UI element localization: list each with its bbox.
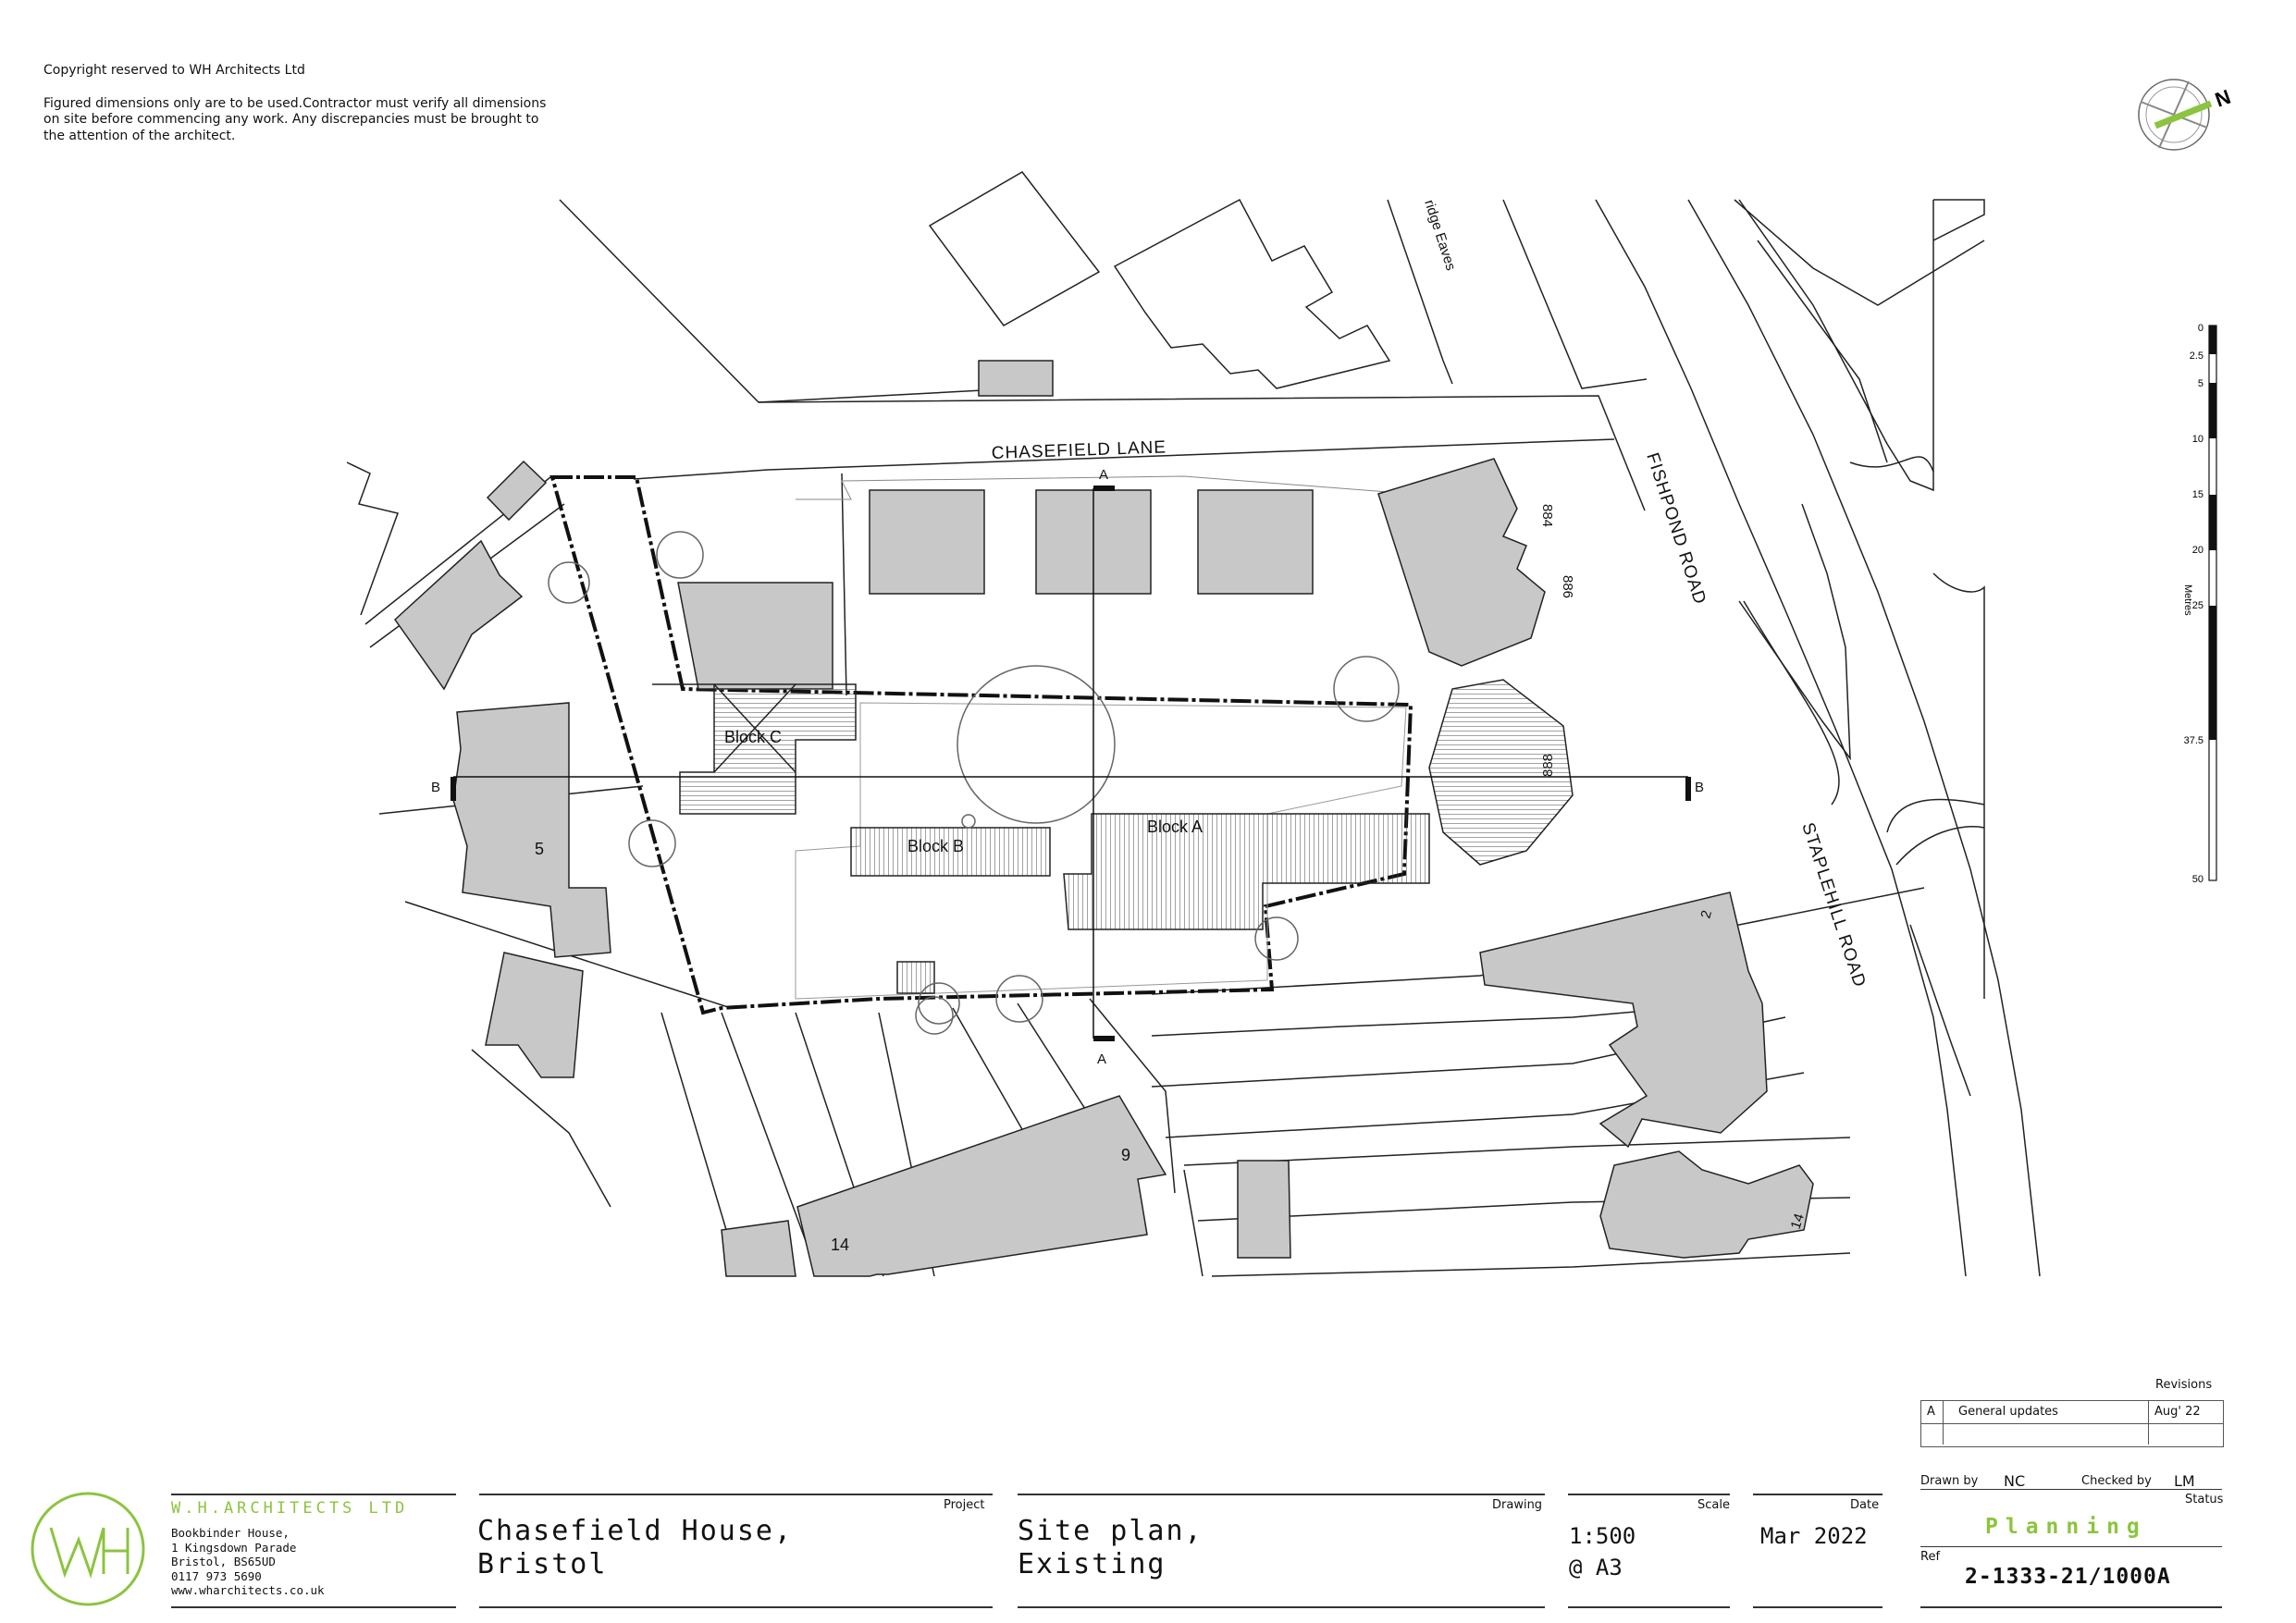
firm-address-line: Bookbinder House,: [171, 1526, 290, 1540]
north-arrow-icon: N: [2138, 79, 2234, 151]
scale-tick-0: 0: [2198, 323, 2203, 334]
drawing-bottom-rule: [1018, 1606, 1545, 1608]
label-staplehill-road: STAPLEHILL ROAD: [1797, 820, 1869, 990]
status-rule: [1920, 1546, 2222, 1547]
section-marker-a-top: A: [1099, 467, 1108, 483]
checked-by-label: Checked by: [2081, 1474, 2152, 1488]
proposed-roofs: [652, 679, 1574, 994]
drawn-by-rule: [1920, 1489, 2222, 1490]
scale-bar: 0 2.5 5 10 15 20 25 37.5 50 Metres: [2182, 323, 2217, 885]
date-top-rule: [1753, 1494, 1882, 1495]
scale-tick-10: 10: [2192, 434, 2203, 445]
project-line-1: Chasefield House,: [477, 1515, 794, 1547]
label-block-b: Block B: [907, 837, 964, 855]
checked-by-value: LM: [2174, 1472, 2195, 1490]
revision-row-empty: [1921, 1424, 2223, 1447]
firm-address-line: 1 Kingsdown Parade: [171, 1540, 297, 1555]
project-line-2: Bristol: [477, 1548, 608, 1580]
revisions-heading: Revisions: [2155, 1378, 2213, 1392]
status-value: Planning: [1985, 1515, 2147, 1539]
project-label: Project: [944, 1498, 985, 1512]
drawing-top-rule: [1018, 1494, 1545, 1495]
notes-block: Copyright reserved to WH Architects Ltd …: [43, 63, 562, 161]
house-number-5: 5: [535, 840, 544, 858]
revision-description: General updates: [1958, 1405, 2058, 1419]
scale-tick-37-5: 37.5: [2184, 735, 2203, 746]
ref-value: 2-1333-21/1000A: [1965, 1565, 2171, 1589]
drawing-title: Site plan,Existing: [1018, 1515, 1204, 1581]
house-number-9: 9: [1121, 1146, 1130, 1164]
label-block-a: Block A: [1147, 818, 1203, 836]
firm-phone: 0117 973 5690: [171, 1568, 262, 1583]
scale-tick-2-5: 2.5: [2190, 350, 2203, 362]
copyright-note: Copyright reserved to WH Architects Ltd: [43, 63, 305, 78]
house-number-886: 886: [1560, 575, 1575, 598]
ref-bottom-rule: [1920, 1606, 2222, 1608]
scale-label: Scale: [1697, 1498, 1730, 1512]
site-boundary: [549, 475, 1426, 1015]
firm-address-line: Bristol, BS65UD: [171, 1555, 276, 1568]
project-top-rule: [479, 1494, 993, 1495]
date-bottom-rule: [1753, 1606, 1882, 1608]
house-number-14-right: 14: [1788, 1211, 1808, 1231]
rev-divider-1: [1943, 1400, 1944, 1445]
section-marker-b-left: B: [431, 780, 440, 795]
date-value: Mar 2022: [1760, 1523, 1868, 1549]
label-ridge-eaves: ridge Eaves: [1421, 198, 1459, 273]
ref-label: Ref: [1920, 1550, 1941, 1564]
revision-code: A: [1927, 1405, 1935, 1419]
scale-tick-25: 25: [2192, 600, 2203, 611]
house-number-884: 884: [1539, 504, 1555, 527]
context-linework: [346, 171, 2041, 1277]
scale-sheet: @ A3: [1569, 1555, 1623, 1580]
revision-date: Aug' 22: [2154, 1405, 2201, 1419]
house-number-14-left: 14: [831, 1236, 849, 1254]
drawing-line-1: Site plan,: [1018, 1515, 1204, 1547]
rev-divider-2: [2148, 1400, 2149, 1445]
scale-tick-15: 15: [2192, 489, 2203, 500]
drawing-line-2: Existing: [1018, 1548, 1167, 1580]
firm-bottom-rule: [171, 1606, 456, 1608]
label-fishpond-road: FISHPOND ROAD: [1642, 450, 1710, 607]
firm-logo-icon: [31, 1492, 145, 1606]
project-title: Chasefield House,Bristol: [477, 1515, 793, 1581]
trees: [548, 531, 1400, 1035]
section-marker-b-right: B: [1695, 780, 1704, 795]
scale-unit: Metres: [2182, 584, 2193, 616]
section-lines: [451, 486, 1691, 1041]
scale-top-rule: [1568, 1494, 1730, 1495]
drawing-label: Drawing: [1492, 1498, 1543, 1512]
label-chasefield-lane: CHASEFIELD LANE: [991, 437, 1167, 463]
scale-bottom-rule: [1568, 1606, 1730, 1608]
date-label: Date: [1850, 1498, 1880, 1512]
north-label: N: [2212, 85, 2233, 112]
project-bottom-rule: [479, 1606, 993, 1608]
drawn-by-value: NC: [2004, 1472, 2026, 1490]
scale-tick-5: 5: [2198, 378, 2203, 389]
scale-ratio: 1:500: [1569, 1523, 1636, 1549]
neighbouring-buildings: [394, 360, 1814, 1277]
disclaimer-note: Figured dimensions only are to be used.C…: [43, 95, 547, 143]
scale-value: 1:500 @ A3: [1569, 1520, 1636, 1583]
revisions-table: A General updates Aug' 22: [1920, 1400, 2224, 1447]
scale-tick-20: 20: [2192, 545, 2203, 556]
drawn-by-label: Drawn by: [1920, 1474, 1979, 1488]
firm-name: W.H.ARCHITECTS LTD: [171, 1499, 409, 1518]
firm-top-rule: [171, 1494, 456, 1495]
label-block-c: Block C: [724, 728, 782, 746]
firm-website: www.wharchitects.co.uk: [171, 1583, 325, 1597]
status-label: Status: [2185, 1493, 2224, 1506]
house-number-888: 888: [1540, 754, 1556, 777]
section-marker-a-bottom: A: [1097, 1051, 1106, 1067]
revision-row: A General updates Aug' 22: [1921, 1401, 2223, 1424]
scale-tick-50: 50: [2192, 874, 2203, 885]
